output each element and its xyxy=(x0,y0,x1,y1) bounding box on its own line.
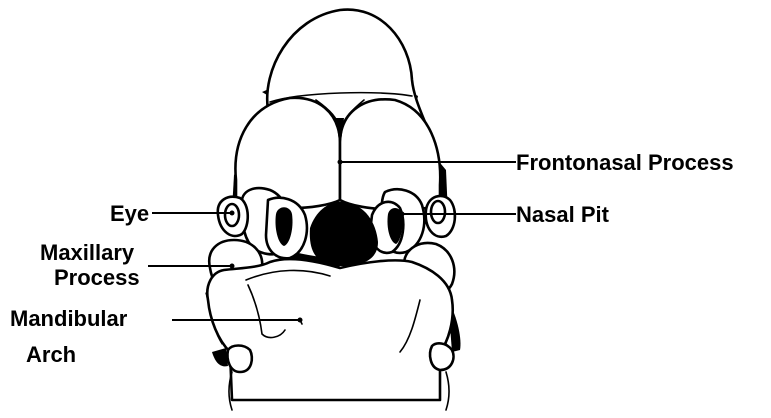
label-frontonasal-process: Frontonasal Process xyxy=(516,150,734,175)
label-maxillary-line2: Process xyxy=(54,265,140,290)
label-mandibular-line1: Mandibular xyxy=(10,306,128,331)
label-mandibular-line2: Arch xyxy=(26,342,76,367)
eye-right-icon xyxy=(431,201,445,223)
label-eye: Eye xyxy=(110,201,149,226)
label-nasal-pit: Nasal Pit xyxy=(516,202,610,227)
label-maxillary-line1: Maxillary xyxy=(40,240,135,265)
mandibular-arch xyxy=(207,259,453,410)
